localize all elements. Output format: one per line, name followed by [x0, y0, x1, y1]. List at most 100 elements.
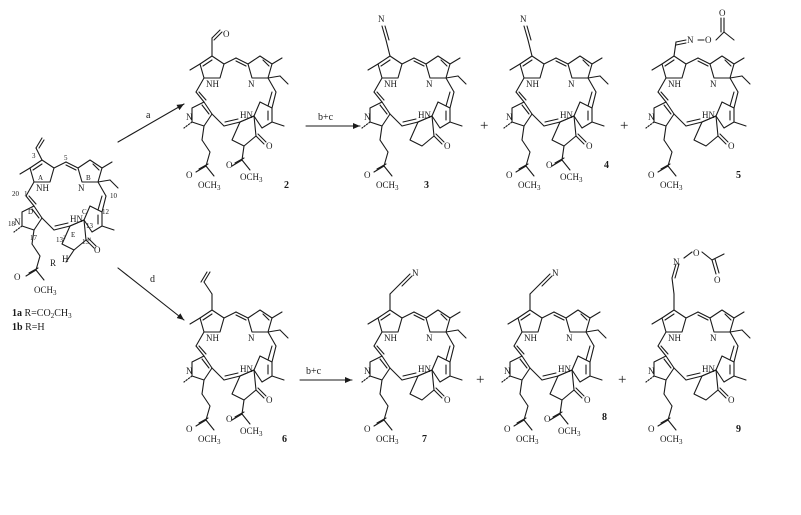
atom-hn-3: HN	[418, 110, 431, 120]
compound-2-structure	[183, 29, 289, 177]
atom-o-ester-1: O	[14, 272, 21, 282]
atom-och3-4a: OCH3	[518, 180, 541, 192]
atom-n-4b: N	[568, 79, 575, 89]
atom-och3-2a: OCH3	[198, 180, 221, 192]
compound-label-2: 2	[284, 180, 289, 191]
atom-n-1d: N	[14, 217, 21, 227]
atom-n-oxime-5: N	[687, 35, 694, 45]
ring-label-e: E	[71, 231, 75, 239]
reagent-d: d	[150, 274, 155, 285]
atom-och3-8a: OCH3	[516, 434, 539, 446]
atom-o-ket-2: O	[266, 141, 273, 151]
locant-13: 13	[86, 222, 94, 230]
atom-n-1b: N	[78, 183, 85, 193]
atom-o-ket-3: O	[444, 141, 451, 151]
reagent-bc-top: b+c	[318, 112, 334, 123]
compound-6-structure	[183, 271, 289, 431]
reagent-a: a	[146, 110, 151, 121]
atom-hn-8: HN	[558, 364, 571, 374]
plus-sign-top-1: +	[480, 118, 488, 134]
atom-n-cyano-8: N	[552, 268, 559, 278]
atom-nh-1: NH	[36, 183, 49, 193]
locant-10: 10	[110, 192, 118, 200]
atom-n-8d: N	[504, 366, 511, 376]
locant-17: 17	[30, 234, 38, 242]
compound-8-structure	[501, 273, 607, 431]
compound-4-structure	[503, 25, 609, 177]
atom-o-ket-9: O	[728, 395, 735, 405]
atom-o-ester-4: O	[506, 170, 513, 180]
atom-n-3d: N	[364, 112, 371, 122]
plus-sign-bottom-2: +	[618, 372, 626, 388]
atom-och3-5: OCH3	[660, 180, 683, 192]
atom-o-oxime-5: O	[705, 35, 712, 45]
locant-18: 18	[8, 220, 16, 228]
atom-n-cyano-4: N	[520, 14, 527, 24]
atom-och3-6b: OCH3	[240, 426, 263, 438]
compound-label-8: 8	[602, 412, 607, 423]
plus-sign-top-2: +	[620, 118, 628, 134]
atom-n-5d: N	[648, 112, 655, 122]
compound-5-structure	[645, 17, 751, 177]
atom-n-6b: N	[248, 333, 255, 343]
atom-och3-4b: OCH3	[560, 172, 583, 184]
atom-o-coo-4: O	[546, 160, 553, 170]
atom-och3-7: OCH3	[376, 434, 399, 446]
compound-label-7: 7	[422, 434, 427, 445]
atom-hn-1: HN	[70, 214, 83, 224]
atom-n-2d: N	[186, 112, 193, 122]
atom-och3-3: OCH3	[376, 180, 399, 192]
atom-o-acetyl-9: O	[714, 275, 721, 285]
atom-o-ester-5: O	[648, 170, 655, 180]
atom-n-3b: N	[426, 79, 433, 89]
atom-n-cyano-7: N	[412, 268, 419, 278]
locant-5: 5	[64, 154, 68, 162]
atom-hn-2: HN	[240, 110, 253, 120]
atom-hn-6: HN	[240, 364, 253, 374]
atom-o-ester-8: O	[504, 424, 511, 434]
atom-o-oxime-9: O	[693, 248, 700, 258]
ring-label-b: B	[86, 174, 91, 182]
locant-20: 20	[12, 190, 20, 198]
atom-r-1: R	[50, 258, 56, 268]
atom-n-5b: N	[710, 79, 717, 89]
atom-o-coo-8: O	[544, 414, 551, 424]
locant-12: 12	[102, 208, 110, 216]
atom-och3-2b: OCH3	[240, 172, 263, 184]
atom-hn-5: HN	[702, 110, 715, 120]
atom-o-1: O	[94, 245, 101, 255]
legend-1a: 1a R=CO2CH3	[12, 308, 72, 320]
atom-o-ket-8: O	[584, 395, 591, 405]
atom-och3-6a: OCH3	[198, 434, 221, 446]
atom-och3-1: OCH3	[34, 285, 57, 297]
atom-n-4d: N	[506, 112, 513, 122]
compound-7-structure	[361, 273, 467, 431]
arrow-a	[117, 103, 185, 143]
atom-o-2: O	[223, 29, 230, 39]
ring-label-a: A	[38, 174, 43, 182]
atom-o-ester-6: O	[186, 424, 193, 434]
plus-sign-bottom-1: +	[476, 372, 484, 388]
atom-hn-4: HN	[560, 110, 573, 120]
atom-o-coo-6: O	[226, 414, 233, 424]
compound-3-structure	[361, 25, 467, 177]
locant-13-2: 132	[56, 236, 66, 244]
ring-label-d: D	[28, 208, 33, 216]
atom-o-ket-6: O	[266, 395, 273, 405]
atom-n-oxime-9: N	[673, 257, 680, 267]
atom-nh-8: NH	[524, 333, 537, 343]
atom-nh-2: NH	[206, 79, 219, 89]
atom-h-1: H	[62, 254, 69, 264]
compound-9-structure	[645, 251, 751, 431]
atom-o-ester-2: O	[186, 170, 193, 180]
arrow-d	[117, 267, 185, 321]
compound-label-9: 9	[736, 424, 741, 435]
atom-o-ket-5: O	[728, 141, 735, 151]
atom-nh-7: NH	[384, 333, 397, 343]
atom-n-cyano-3: N	[378, 14, 385, 24]
atom-och3-9: OCH3	[660, 434, 683, 446]
compound-label-6: 6	[282, 434, 287, 445]
atom-o-ester-9: O	[648, 424, 655, 434]
locant-13-1: 131	[82, 238, 92, 246]
atom-nh-9: NH	[668, 333, 681, 343]
